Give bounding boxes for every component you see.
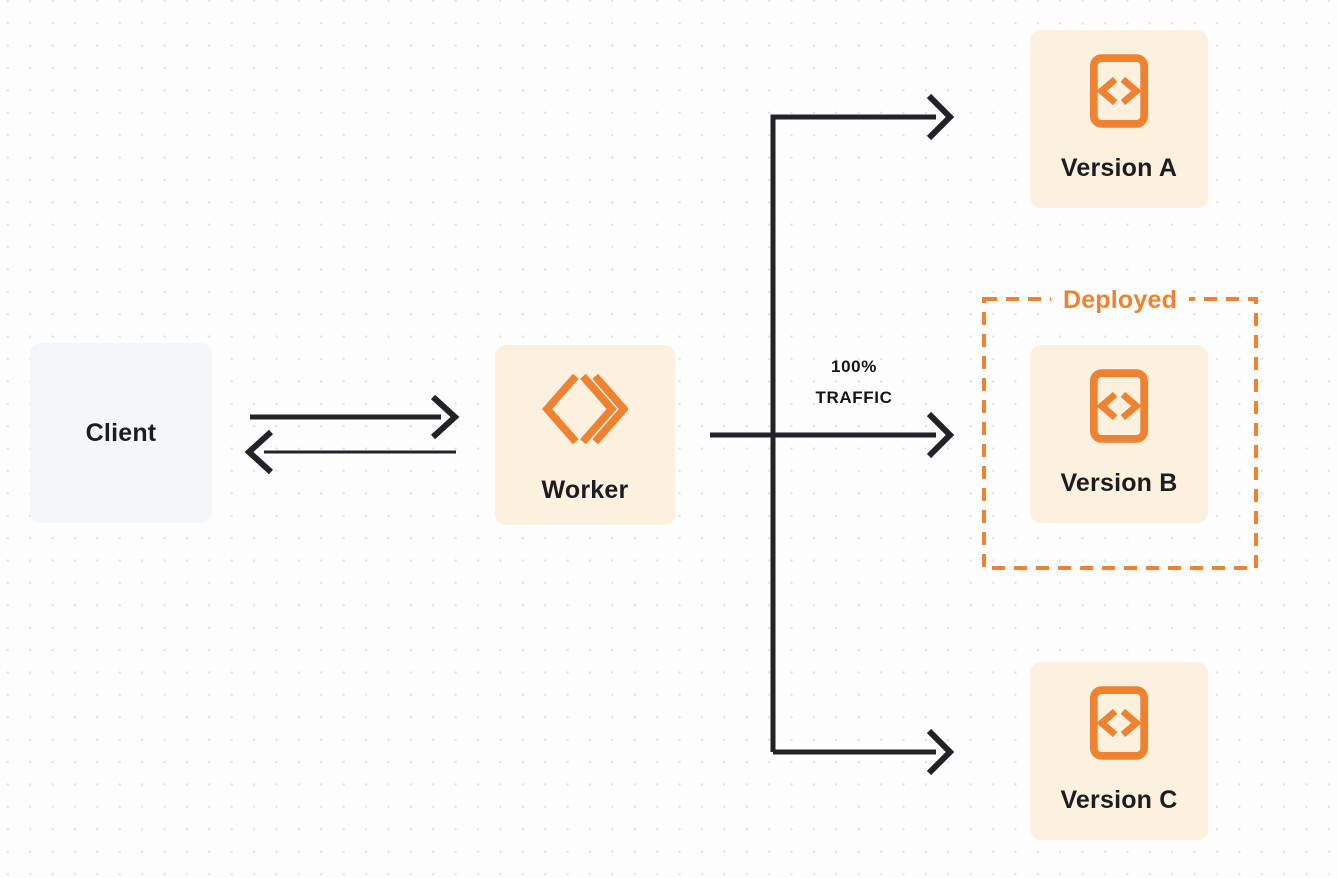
version-a-node: Version A — [1030, 30, 1208, 208]
worker-node: Worker — [495, 345, 675, 525]
cloudflare-workers-logo-icon — [542, 372, 628, 446]
traffic-percent: 100% — [831, 357, 877, 376]
client-label: Client — [85, 418, 157, 447]
to-version-a-arrowhead — [926, 93, 955, 141]
to-version-c-arrowhead — [926, 728, 955, 776]
code-file-icon — [1089, 53, 1149, 129]
version-b-node: Version B — [1030, 345, 1208, 523]
code-file-icon — [1089, 368, 1149, 444]
to-version-b-arrowhead — [926, 411, 955, 459]
traffic-label: 100% TRAFFIC — [816, 351, 893, 413]
traffic-word: TRAFFIC — [815, 388, 893, 407]
client-node: Client — [30, 343, 212, 523]
version-c-label: Version C — [1060, 786, 1178, 814]
version-b-label: Version B — [1060, 469, 1178, 497]
version-a-label: Version A — [1060, 154, 1178, 182]
branch-trunk-and-top — [770, 114, 936, 752]
version-c-node: Version C — [1030, 662, 1208, 840]
client-to-worker-arrowhead — [430, 394, 460, 440]
worker-to-client-arrowhead — [244, 429, 274, 475]
deployed-label: Deployed — [1050, 286, 1190, 315]
worker-label: Worker — [541, 476, 629, 504]
code-file-icon — [1089, 685, 1149, 761]
